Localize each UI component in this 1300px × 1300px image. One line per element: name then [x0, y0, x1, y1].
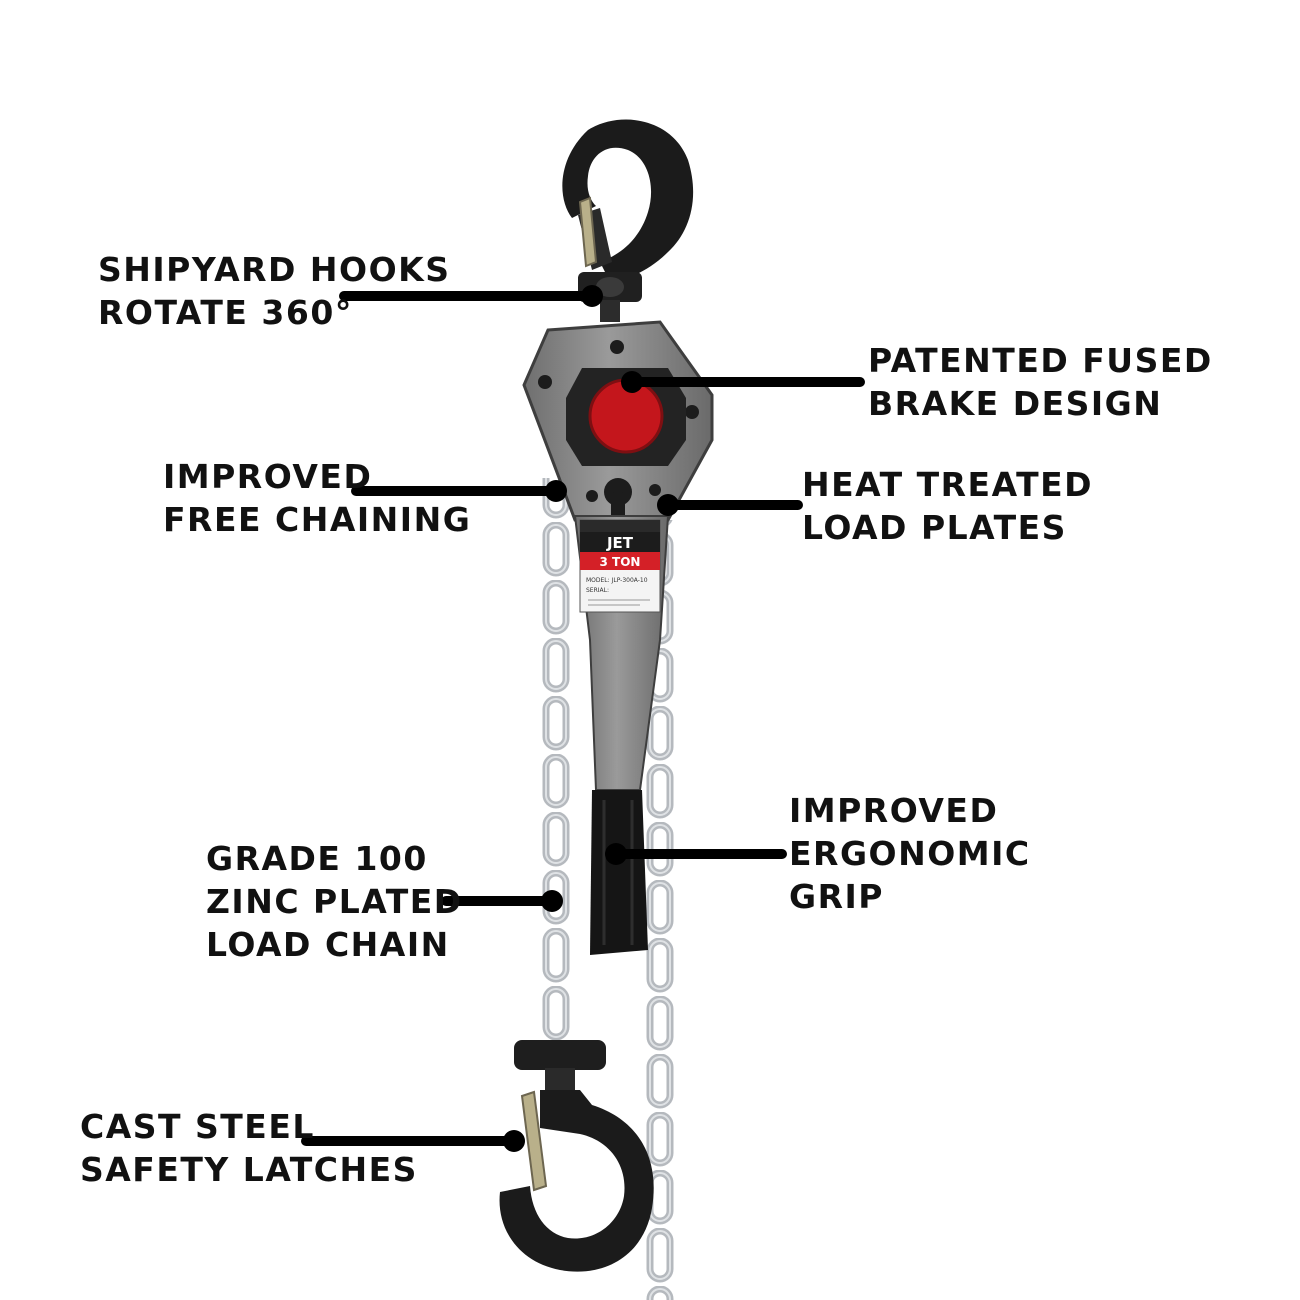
- nameplate-serial: SERIAL:: [586, 587, 609, 594]
- callout-free-chaining: IMPROVED FREE CHAINING: [163, 457, 472, 539]
- lever-handle: JET 3 TON MODEL: JLP-300A-10 SERIAL:: [573, 515, 670, 955]
- brake-cap: [590, 380, 662, 452]
- top-hook-body: [562, 119, 694, 282]
- callout-safety-latches: CAST STEEL SAFETY LATCHES: [80, 1107, 418, 1189]
- bottom-hook-body: [499, 1090, 654, 1272]
- nameplate-brand: JET: [606, 534, 634, 552]
- callout-load-chain: GRADE 100 ZINC PLATED LOAD CHAIN: [206, 839, 463, 964]
- callout-load-plates: HEAT TREATED LOAD PLATES: [802, 465, 1094, 547]
- load-chain-left: [536, 478, 576, 1048]
- callout-ergonomic-grip: IMPROVED ERGONOMIC GRIP: [789, 791, 1031, 916]
- bottom-swivel-bracket: [514, 1040, 606, 1070]
- top-hook: [562, 119, 694, 322]
- nameplate: JET 3 TON MODEL: JLP-300A-10 SERIAL:: [579, 519, 661, 613]
- nameplate-model: MODEL: JLP-300A-10: [586, 577, 648, 584]
- bottom-hook: [499, 1040, 654, 1272]
- callout-shipyard-hooks: SHIPYARD HOOKS ROTATE 360°: [98, 250, 451, 332]
- hoist-housing: [522, 320, 714, 526]
- handle-grip: [590, 790, 648, 955]
- top-hook-safety-latch: [578, 196, 598, 268]
- nameplate-capacity: 3 TON: [600, 555, 641, 569]
- bottom-hook-safety-latch: [520, 1090, 548, 1192]
- callout-fused-brake: PATENTED FUSED BRAKE DESIGN: [868, 341, 1213, 423]
- callout-lines: [301, 285, 865, 1152]
